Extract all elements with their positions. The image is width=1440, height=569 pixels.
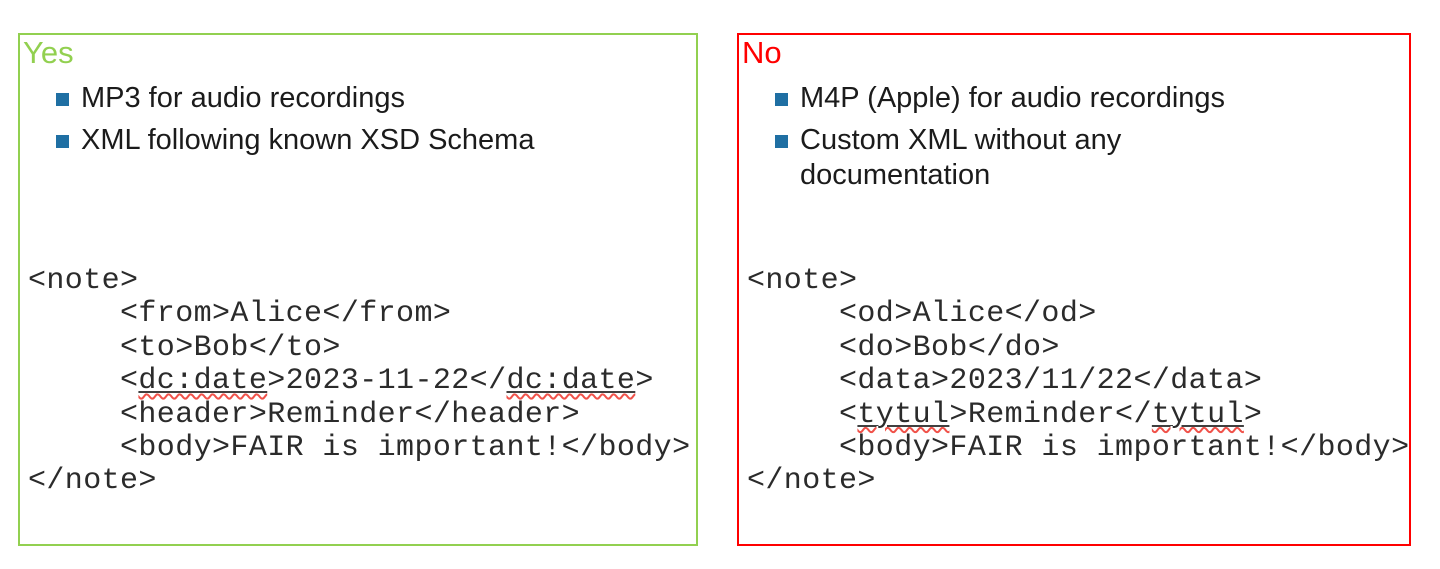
- bullet-text: MP3 for audio recordings: [81, 82, 405, 114]
- code-line: </note>: [28, 464, 157, 499]
- code-line: <to>Bob</to>: [120, 330, 341, 365]
- code-line: <od>Alice</od>: [839, 297, 1097, 332]
- yes-code-block: <note><from>Alice</from><to>Bob</to><dc:…: [28, 264, 691, 499]
- list-item: XML following known XSD Schema: [56, 123, 688, 158]
- code-line: <body>FAIR is important!</body>: [839, 430, 1410, 465]
- code-line: <from>Alice</from>: [120, 297, 452, 332]
- bullet-text: M4P (Apple) for audio recordings: [800, 82, 1226, 114]
- no-heading: No: [742, 35, 782, 70]
- list-item: MP3 for audio recordings: [56, 81, 688, 116]
- bullet-square-icon: [775, 93, 788, 106]
- code-line: <tytul>Reminder</tytul>: [839, 397, 1263, 432]
- misspelled-term: tytul: [1151, 397, 1244, 432]
- code-line: <dc:date>2023-11-22</dc:date>: [120, 364, 654, 399]
- code-line: <body>FAIR is important!</body>: [120, 430, 691, 465]
- bullet-square-icon: [775, 135, 788, 148]
- code-line: <note>: [747, 264, 858, 298]
- code-line: <note>: [28, 264, 139, 298]
- code-line: <do>Bob</do>: [839, 330, 1060, 365]
- no-code-block: <note><od>Alice</od><do>Bob</do><data>20…: [747, 264, 1410, 499]
- bullet-square-icon: [56, 135, 69, 148]
- code-line: <header>Reminder</header>: [120, 397, 581, 432]
- misspelled-term: dc:date: [506, 364, 636, 399]
- yes-heading: Yes: [23, 35, 74, 70]
- misspelled-term: tytul: [857, 397, 950, 432]
- code-line: </note>: [747, 464, 876, 499]
- code-line: <data>2023/11/22</data>: [839, 364, 1263, 399]
- bullet-text: XML following known XSD Schema: [81, 124, 535, 156]
- misspelled-term: dc:date: [138, 364, 268, 399]
- bullet-square-icon: [56, 93, 69, 106]
- list-item: M4P (Apple) for audio recordings: [775, 81, 1401, 116]
